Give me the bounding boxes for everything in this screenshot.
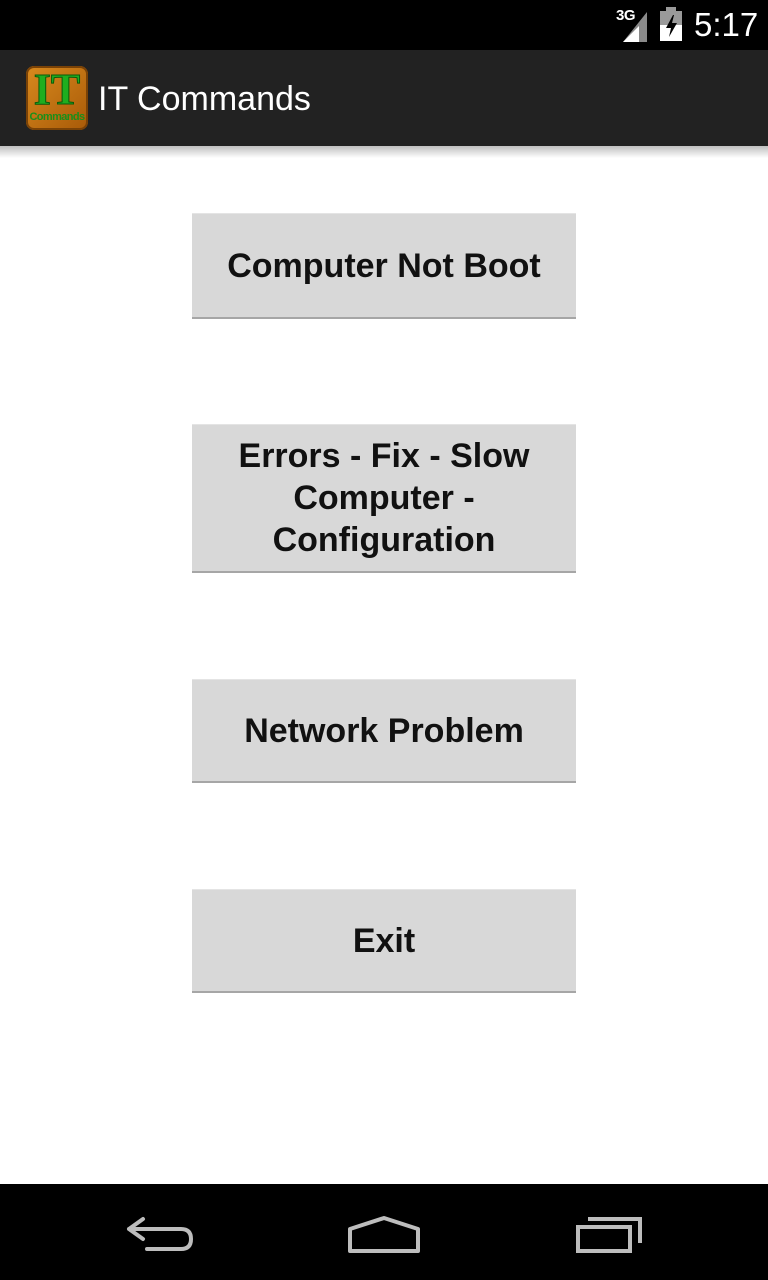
back-button[interactable] xyxy=(110,1200,210,1270)
recent-apps-icon xyxy=(576,1217,642,1253)
status-bar: 3G 5:17 xyxy=(0,0,768,50)
home-button[interactable] xyxy=(334,1200,434,1270)
logo-subtext: Commands xyxy=(29,111,85,123)
exit-button[interactable]: Exit xyxy=(192,889,576,993)
battery-icon xyxy=(660,7,682,41)
app-title: IT Commands xyxy=(98,80,311,118)
action-bar-shadow xyxy=(0,146,768,158)
signal-icon xyxy=(623,12,647,42)
logo-text: IT xyxy=(33,66,81,114)
network-problem-button[interactable]: Network Problem xyxy=(192,679,576,783)
app-logo[interactable]: IT Commands xyxy=(26,66,88,130)
errors-fix-slow-computer-button[interactable]: Errors - Fix - Slow Computer - Configura… xyxy=(192,424,576,573)
recent-apps-button[interactable] xyxy=(560,1200,660,1270)
network-type-label: 3G xyxy=(616,7,636,24)
computer-not-boot-button[interactable]: Computer Not Boot xyxy=(192,213,576,319)
home-icon xyxy=(348,1216,420,1253)
action-bar: IT Commands IT Commands xyxy=(0,50,768,146)
status-time: 5:17 xyxy=(694,6,759,43)
back-icon xyxy=(127,1217,193,1251)
